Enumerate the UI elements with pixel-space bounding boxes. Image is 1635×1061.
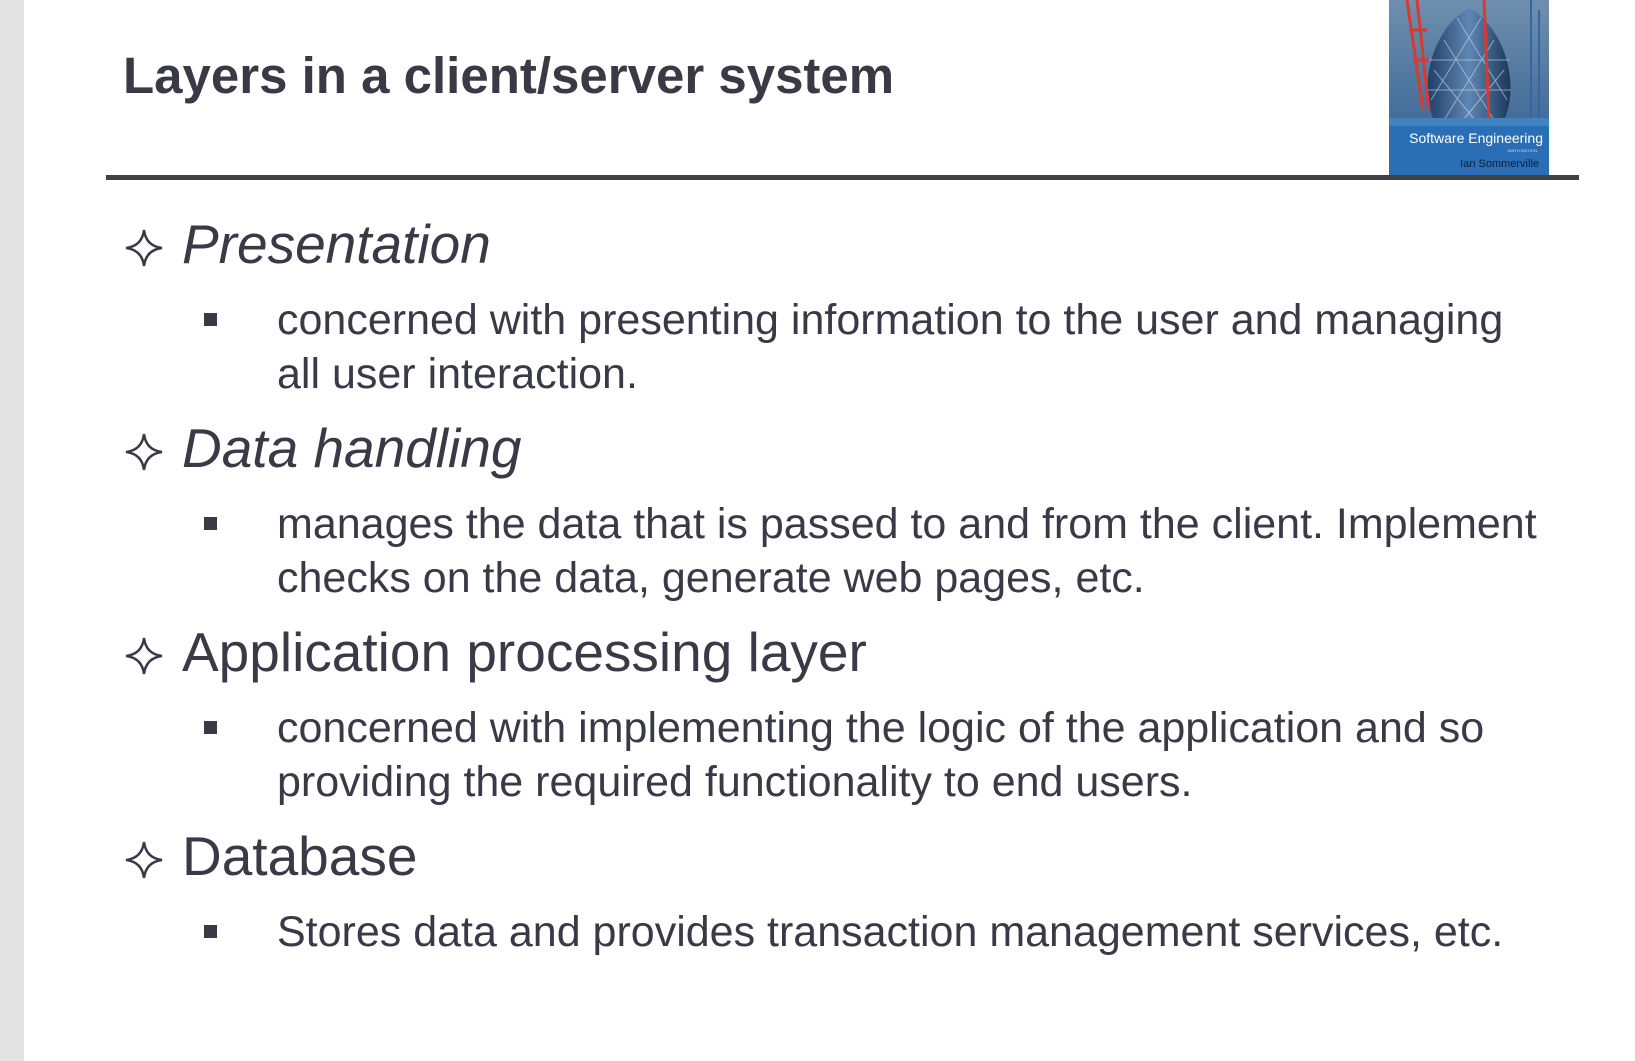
bullet-item: Database bbox=[124, 824, 417, 888]
sub-bullet-item: manages the data that is passed to and f… bbox=[204, 497, 1544, 605]
bullet-heading: Application processing layer bbox=[182, 621, 867, 683]
left-margin-strip bbox=[0, 0, 24, 1061]
sub-bullet-text: Stores data and provides transaction man… bbox=[277, 908, 1504, 956]
bullet-item: Data handling bbox=[124, 416, 521, 480]
bullet-item: Presentation bbox=[124, 212, 491, 276]
square-bullet-icon bbox=[204, 721, 217, 734]
bullet-heading: Database bbox=[182, 825, 418, 887]
square-bullet-icon bbox=[204, 313, 217, 326]
bullet-heading: Presentation bbox=[182, 213, 491, 275]
four-point-star-icon bbox=[124, 212, 182, 276]
book-cover-image: Software Engineering NINTH EDITION Ian S… bbox=[1389, 0, 1549, 180]
sub-bullet-text: concerned with implementing the logic of… bbox=[277, 704, 1485, 806]
gherkin-building-illustration bbox=[1389, 0, 1549, 180]
slide: Layers in a client/server system bbox=[24, 0, 1635, 1061]
four-point-star-icon bbox=[124, 824, 182, 888]
cover-title: Software Engineering bbox=[1409, 130, 1543, 146]
slide-title: Layers in a client/server system bbox=[123, 47, 895, 104]
cover-author: Ian Sommerville bbox=[1460, 158, 1539, 170]
square-bullet-icon bbox=[204, 517, 217, 530]
bullet-heading: Data handling bbox=[182, 417, 522, 479]
square-bullet-icon bbox=[204, 925, 217, 938]
title-underline bbox=[106, 175, 1579, 180]
sub-bullet-item: concerned with presenting information to… bbox=[204, 293, 1544, 401]
sub-bullet-text: concerned with presenting information to… bbox=[277, 296, 1504, 398]
sub-bullet-text: manages the data that is passed to and f… bbox=[277, 500, 1537, 602]
four-point-star-icon bbox=[124, 620, 182, 684]
four-point-star-icon bbox=[124, 416, 182, 480]
sub-bullet-item: Stores data and provides transaction man… bbox=[204, 905, 1544, 959]
cover-edition: NINTH EDITION bbox=[1507, 148, 1537, 153]
bullet-item: Application processing layer bbox=[124, 620, 867, 684]
sub-bullet-item: concerned with implementing the logic of… bbox=[204, 701, 1544, 809]
